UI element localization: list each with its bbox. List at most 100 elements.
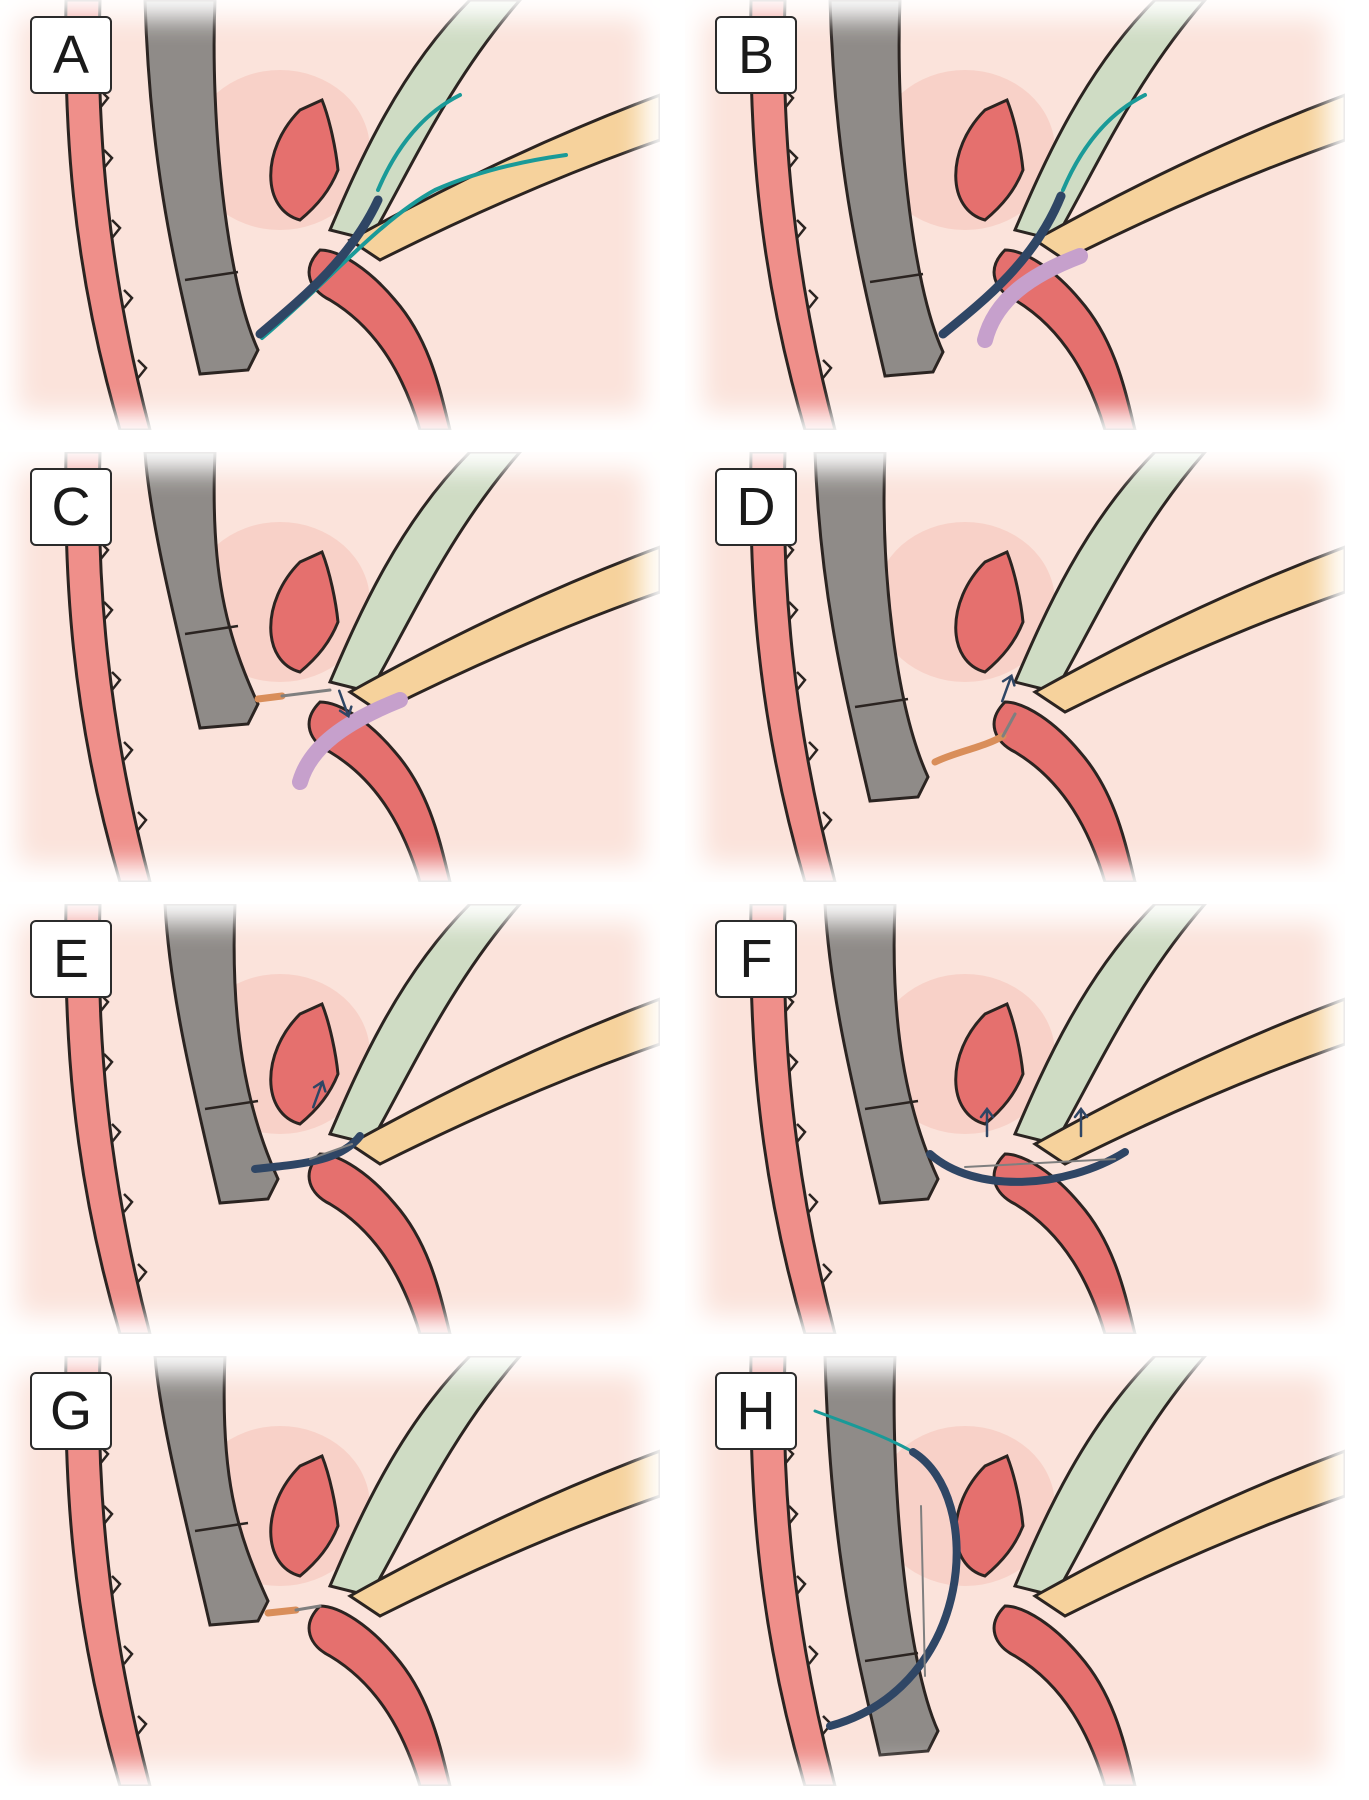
panel-label: E	[30, 920, 112, 998]
panel-e: E	[0, 904, 660, 1334]
papilla-upper-lip	[269, 97, 340, 222]
endoscope	[823, 1356, 940, 1757]
endoscope-tube	[813, 452, 930, 803]
endoscope-tip-band	[864, 1651, 919, 1663]
panel-label: F	[715, 920, 797, 998]
panel-illustration	[0, 0, 660, 430]
bile-duct	[327, 452, 522, 694]
endoscope-tip-band	[184, 270, 239, 282]
anatomy	[749, 904, 1345, 1334]
pancreatic-duct	[1032, 1449, 1345, 1618]
endoscope-tip-band	[204, 1099, 259, 1111]
duodenal-wall	[749, 1356, 837, 1786]
needle-knife-wire	[280, 688, 332, 698]
panel-b: B	[685, 0, 1345, 430]
pancreatic-duct	[1032, 545, 1345, 714]
anatomy	[64, 1356, 660, 1786]
endoscope-tube	[153, 1356, 270, 1627]
pancreatic-duct	[1032, 997, 1345, 1166]
guidewire	[376, 93, 462, 192]
anatomy	[749, 0, 1345, 430]
papilla-upper-lip	[269, 1453, 340, 1578]
papilla-upper-lip	[954, 549, 1025, 674]
pancreatic-stent	[292, 692, 408, 790]
needle-knife-sheath	[931, 732, 1007, 766]
papilla-lower-fold	[992, 1604, 1137, 1786]
panel-h: H	[685, 1356, 1345, 1786]
duodenal-wall	[749, 0, 837, 430]
bowed-sphincterotome	[926, 1148, 1129, 1186]
panel-illustration	[685, 1356, 1345, 1786]
bile-duct	[1012, 452, 1207, 694]
panel-label: B	[715, 16, 797, 94]
endoscope-tip-band	[184, 624, 239, 636]
bile-duct	[327, 904, 522, 1146]
cutting-wire	[309, 1143, 353, 1160]
endoscope-tube	[828, 0, 945, 378]
sphincterotome	[255, 195, 383, 339]
bile-duct	[1012, 904, 1207, 1146]
endoscope-tip-band	[869, 272, 924, 284]
endoscope-tip-band	[864, 1099, 919, 1111]
papilla-upper-lip	[954, 97, 1025, 222]
papilla-lower-fold	[307, 1152, 452, 1334]
arrow-up-icon	[311, 1079, 327, 1109]
needle-knife-wire	[1001, 712, 1017, 738]
papilla-lower-fold	[992, 1152, 1137, 1334]
anatomy	[64, 904, 660, 1334]
panel-label: G	[30, 1372, 112, 1450]
papilla-upper-lip	[954, 1001, 1025, 1126]
arrow-up-icon	[337, 689, 353, 719]
pancreatic-duct	[1032, 93, 1345, 262]
guidewire	[813, 1409, 915, 1454]
catheter	[251, 1132, 364, 1173]
endoscope	[163, 904, 280, 1205]
papilla-upper-lip	[269, 549, 340, 674]
endoscope-tube	[143, 452, 260, 730]
endoscope-tip-band	[854, 697, 909, 709]
endoscope-tip-band	[194, 1521, 249, 1533]
duodenal-wall	[64, 0, 152, 430]
panel-g: G	[0, 1356, 660, 1786]
anatomy	[749, 452, 1345, 882]
panel-d: D	[685, 452, 1345, 882]
panel-c: C	[0, 452, 660, 882]
endoscope-tube	[163, 904, 280, 1205]
looped-catheter	[826, 1448, 961, 1730]
duodenal-wall	[64, 452, 152, 882]
arrow-up-icon	[1073, 1106, 1089, 1138]
needle-knife-wire	[294, 1604, 322, 1612]
papilla-lower-fold	[307, 1604, 452, 1786]
anatomy	[749, 1356, 1345, 1786]
pancreatic-duct	[347, 545, 660, 714]
cutting-wire	[920, 1505, 926, 1677]
endoscope	[143, 452, 260, 730]
anatomy	[64, 0, 660, 430]
arrow-up-icon	[1000, 673, 1016, 703]
panel-label: A	[30, 16, 112, 94]
needle-knife-sheath	[264, 1606, 300, 1617]
endoscope	[828, 0, 945, 378]
endoscope-tube	[143, 0, 260, 376]
pancreatic-duct	[347, 1449, 660, 1618]
panel-label: D	[715, 468, 797, 546]
duodenal-wall	[749, 452, 837, 882]
duodenal-wall	[749, 904, 837, 1334]
panel-label: C	[30, 468, 112, 546]
needle-knife-sheath	[254, 692, 286, 703]
pancreatic-duct	[347, 93, 660, 262]
duodenal-wall	[64, 904, 152, 1334]
pancreatic-duct	[347, 997, 660, 1166]
endoscope	[143, 0, 260, 376]
papilla-lower-fold	[992, 700, 1137, 882]
bile-duct	[1012, 1356, 1207, 1598]
endoscope	[813, 452, 930, 803]
duodenal-wall	[64, 1356, 152, 1786]
pancreatic-stent	[977, 248, 1088, 348]
endoscope-tube	[823, 904, 940, 1205]
panel-a: A	[0, 0, 660, 430]
papilla-upper-lip	[269, 1001, 340, 1126]
papilla-lower-fold	[307, 248, 452, 430]
panel-illustration	[685, 452, 1345, 882]
